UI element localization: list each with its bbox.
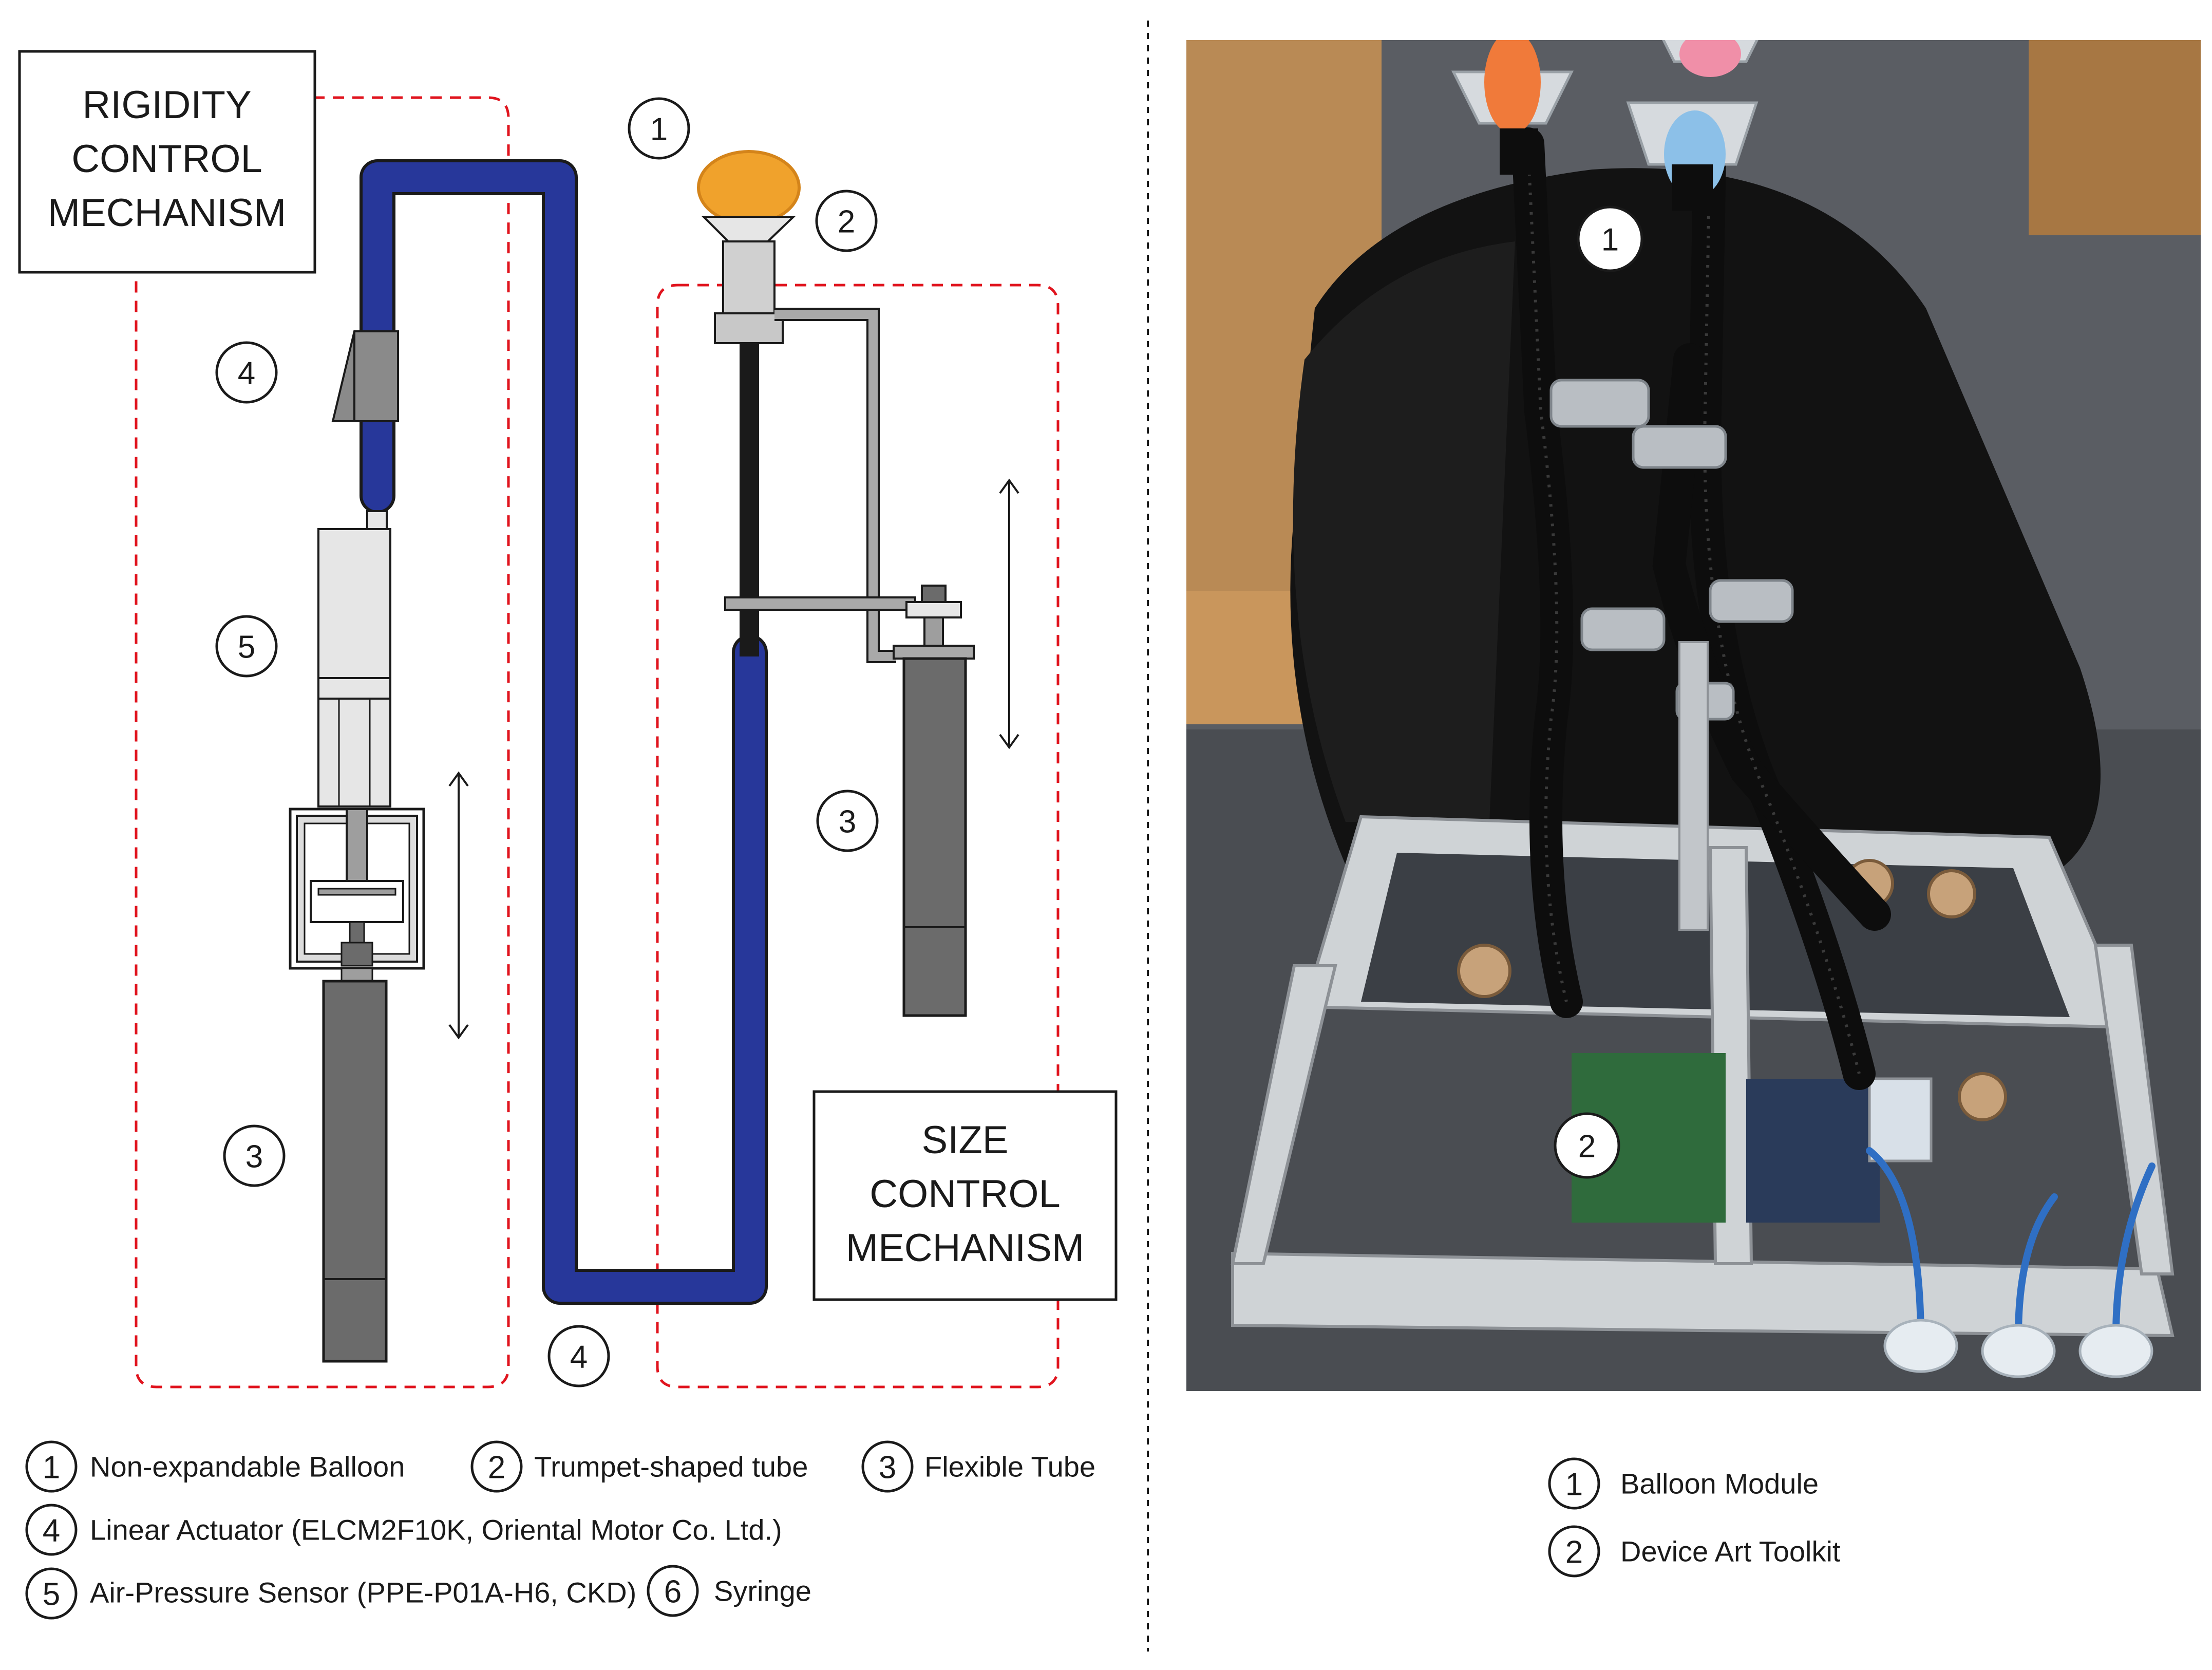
rigidity-group-outline [135,96,510,1388]
rigidity-title-box [18,50,316,274]
svg-text:4: 4 [238,356,255,391]
svg-text:Device Art Toolkit: Device Art Toolkit [1620,1535,1841,1568]
callout-trumpet: 2 [815,190,878,252]
callout-flexible-tube-left: 3 [223,1124,286,1187]
actuator-right-shaft [923,616,944,647]
air-tube-fill [363,162,765,1302]
size-title-line1: SIZE [922,1118,1009,1162]
stroke-arrow-left [448,771,469,1040]
size-title-box [812,1090,1118,1301]
legend-right: 1 Balloon Module 2 Device Art Toolkit [1548,1457,1841,1578]
actuator-right-cap [921,585,947,603]
sensor-neck [366,510,388,530]
callout-tube-bottom: 4 [547,1325,610,1387]
svg-text:2: 2 [1565,1535,1583,1570]
svg-text:2: 2 [488,1450,505,1486]
callout-sensor: 5 [215,615,278,678]
svg-text:Trumpet-shaped tube: Trumpet-shaped tube [534,1451,808,1483]
legend-item: 5 Air-Pressure Sensor (PPE-P01A-H6, CKD) [25,1567,636,1620]
legend-left: 1 Non-expandable Balloon 2 Trumpet-shape… [25,1440,1095,1620]
actuator-right-pulley [905,601,962,618]
svg-text:2: 2 [1578,1129,1596,1165]
svg-text:1: 1 [1565,1467,1583,1503]
legend-item: 6 Syringe [647,1565,811,1617]
svg-text:1: 1 [1601,222,1619,258]
svg-text:5: 5 [43,1577,60,1612]
photo-callout-device-art-toolkit: 2 [1554,1112,1620,1179]
svg-text:4: 4 [570,1340,588,1375]
stroke-arrow-right [999,478,1019,749]
schematic: RIGIDITY CONTROL MECHANISM [18,50,1118,1388]
actuator-stem [341,967,373,982]
size-group-outline [656,284,1060,1388]
svg-text:1: 1 [650,112,668,147]
svg-text:Balloon Module: Balloon Module [1620,1468,1819,1500]
svg-text:5: 5 [238,630,255,665]
trumpet-tube-flare [701,216,796,242]
drive-arm [724,596,916,611]
linear-actuator-left [322,980,388,1363]
svg-text:2: 2 [838,204,855,240]
callout-actuator-left: 4 [215,341,278,404]
legend-item: 2 Device Art Toolkit [1548,1525,1841,1578]
svg-text:4: 4 [43,1513,60,1549]
svg-text:Air-Pressure Sensor (PPE-P01A-: Air-Pressure Sensor (PPE-P01A-H6, CKD) [90,1577,636,1609]
svg-text:3: 3 [839,804,856,840]
legend-item: 4 Linear Actuator (ELCM2F10K, Oriental M… [25,1504,782,1556]
syringe-coupler-base [341,942,373,967]
svg-text:Non-expandable Balloon: Non-expandable Balloon [90,1451,405,1483]
legend-item: 3 Flexible Tube [861,1440,1095,1493]
trumpet-tube-body [722,240,776,314]
rigidity-title-line2: CONTROL [71,137,262,181]
rigidity-title-line1: RIGIDITY [82,83,251,127]
svg-text:1: 1 [43,1450,60,1486]
linear-actuator-right [902,657,967,1017]
prototype-photo: 1 2 [1186,40,2201,1391]
air-pressure-sensor [317,528,391,679]
svg-text:6: 6 [664,1574,682,1610]
size-title-line3: MECHANISM [846,1226,1084,1270]
svg-text:Syringe: Syringe [714,1575,811,1607]
callout-balloon: 1 [628,97,690,160]
syringe-plunger-rod [346,808,368,882]
balloon [697,150,801,225]
callout-flexible-tube-right: 3 [816,790,879,852]
svg-text:3: 3 [879,1450,896,1486]
rigidity-title-line3: MECHANISM [48,191,286,235]
syringe-barrel [317,677,391,700]
svg-text:Linear Actuator (ELCM2F10K, Or: Linear Actuator (ELCM2F10K, Oriental Mot… [90,1514,782,1546]
svg-text:3: 3 [245,1139,263,1175]
photo-callout-balloon-module: 1 [1577,205,1643,272]
support-bracket-fill [774,310,896,661]
syringe-coupler [349,921,365,944]
tube-connector [331,330,399,422]
actuator-right-plate [893,645,975,660]
syringe-plunger-head-inner [317,888,396,896]
syringe-plunger-head [310,880,404,923]
legend-item: 2 Trumpet-shaped tube [470,1440,808,1493]
size-title-line2: CONTROL [869,1172,1061,1216]
legend-item: 1 Non-expandable Balloon [25,1440,405,1493]
trumpet-tube-collar [714,312,784,344]
legend-item: 1 Balloon Module [1548,1457,1819,1510]
svg-text:Flexible Tube: Flexible Tube [924,1451,1095,1483]
syringe-body [317,698,391,808]
